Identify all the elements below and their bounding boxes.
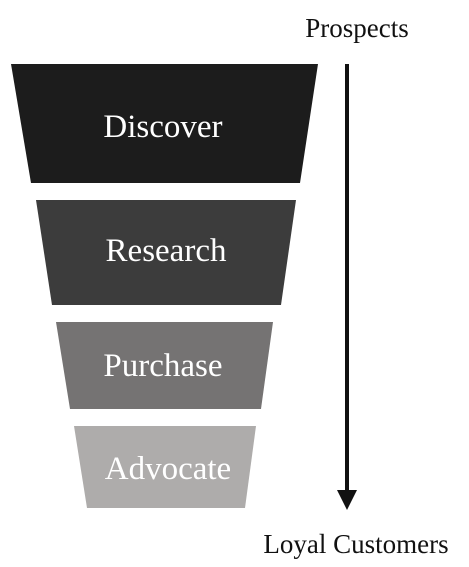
stage-research-label: Research — [106, 233, 227, 269]
stage-discover-shape — [11, 64, 318, 183]
arrow-top-label: Prospects — [305, 13, 409, 43]
down-arrow-icon — [337, 64, 357, 510]
arrow-bottom-label: Loyal Customers — [263, 529, 448, 559]
stage-research-shape — [36, 200, 296, 305]
stage-advocate-shape — [74, 426, 256, 508]
stage-advocate-label: Advocate — [105, 451, 231, 487]
stage-purchase-shape — [56, 322, 273, 409]
stage-purchase-label: Purchase — [103, 348, 222, 384]
stage-discover-label: Discover — [103, 109, 222, 145]
